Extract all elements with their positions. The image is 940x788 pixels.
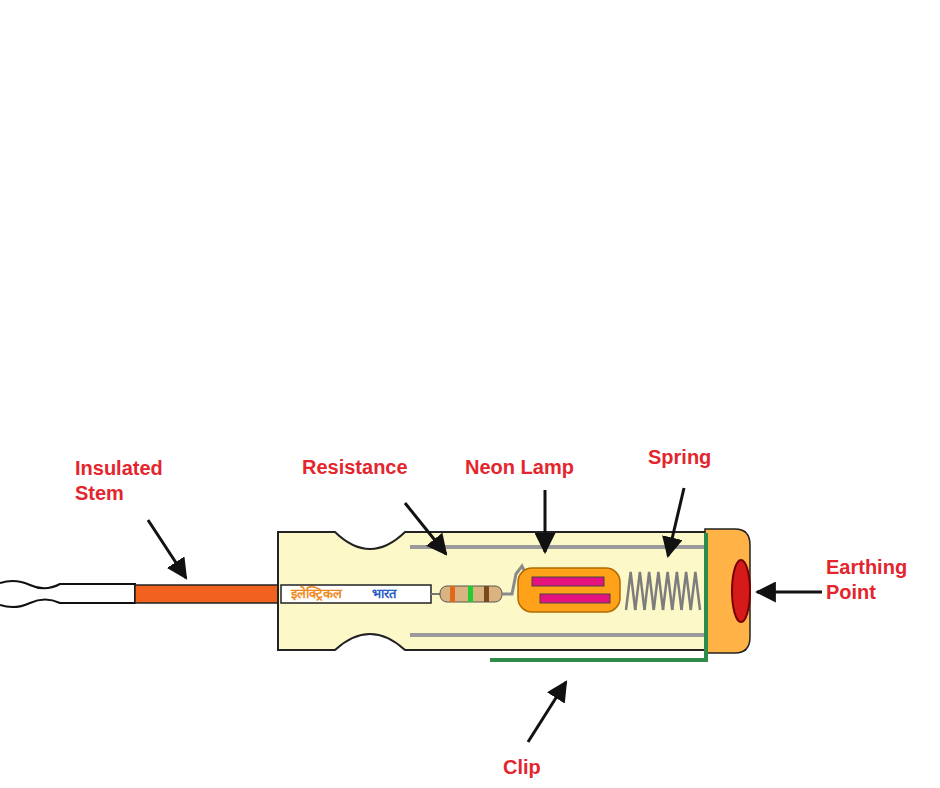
watermark: भारत: [372, 587, 396, 601]
spring-turn: [645, 572, 654, 610]
blade-tip: [0, 581, 135, 607]
resistor-band: [484, 586, 489, 602]
inner-tube: [410, 633, 705, 637]
lamp-electrode: [532, 577, 604, 586]
earthing-point: [732, 560, 750, 622]
leader-arrow: [148, 520, 186, 578]
spring-turn: [654, 572, 663, 610]
lamp-electrode: [540, 594, 610, 603]
resistor-symbol: [440, 586, 502, 602]
resistor-band: [468, 586, 473, 602]
spring-turn: [626, 572, 635, 610]
spring-turn: [663, 572, 672, 610]
spring-turn: [691, 572, 700, 610]
part-label: Clip: [503, 755, 583, 780]
watermark: इलेक्ट्रिकल: [291, 587, 342, 601]
neon-lamp: [518, 568, 620, 612]
inner-tube: [410, 545, 705, 549]
leader-arrow: [668, 488, 684, 556]
spring-turn: [635, 572, 644, 610]
part-label: Earthing Point: [826, 555, 934, 605]
clip: [490, 533, 706, 660]
leader-arrow: [757, 591, 822, 594]
resistor-lead: [431, 593, 440, 595]
spring-turn: [682, 572, 691, 610]
spring-coil: [626, 572, 700, 610]
insulated-stem: [135, 585, 281, 603]
spring-turn: [672, 572, 681, 610]
part-label: Neon Lamp: [465, 455, 605, 480]
part-label: Resistance: [302, 455, 442, 480]
part-label: Insulated Stem: [75, 456, 187, 506]
leader-arrow: [405, 503, 446, 554]
end-cap: [705, 529, 750, 653]
handle-body: [278, 532, 745, 650]
part-label: Spring: [648, 445, 748, 470]
leader-arrow: [544, 490, 547, 552]
resistor-band: [450, 586, 455, 602]
leader-arrow: [528, 682, 566, 742]
inner-stem: [281, 585, 431, 603]
